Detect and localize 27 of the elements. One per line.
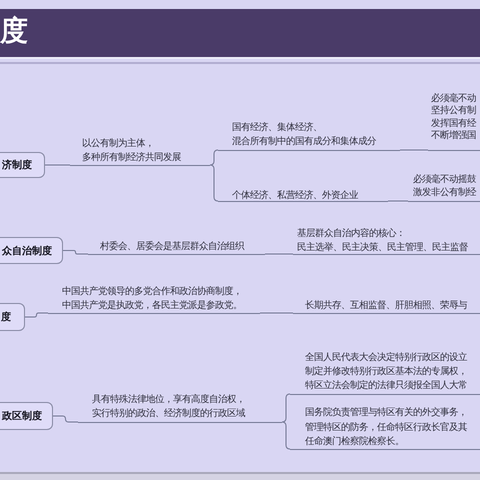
branch-line <box>62 250 88 254</box>
branch-line <box>210 150 218 166</box>
branch-line <box>260 312 294 314</box>
title: 度 <box>0 15 28 47</box>
topic-text: 长期共存、互相监督、肝胆相照、荣辱与 <box>293 299 480 314</box>
topic-box: 济制度 <box>0 152 45 178</box>
branch-line <box>24 312 48 318</box>
topic-text: 必须毫不动坚持公有制发挥国有经不断增强国 <box>428 92 480 150</box>
topic-text: 中国共产党领导的多党合作和政治协商制度，中国共产党是执政党，各民主党派是参政党。 <box>48 284 260 314</box>
topic-text: 必须毫不动摇鼓激发非公有制经 <box>408 173 480 202</box>
topic-text: 基层群众自治内容的核心：民主选举、民主决策、民主管理、民主监督 <box>293 226 480 254</box>
topic-text: 以公有制为主体，多种所有制经济共同发展 <box>70 136 210 166</box>
topic-text: 个体经济、私营经济、外资企业 <box>218 188 388 202</box>
topic-box: 政区制度 <box>0 402 53 430</box>
branch-line <box>44 164 70 166</box>
topic-box: 众自治制度 <box>0 237 63 264</box>
branch-line <box>282 394 290 422</box>
topic-box: 度 <box>0 303 25 331</box>
topic-text: 具有特殊法律地位，享有高度自治权，实行特别的政治、经济制度的行政区域 <box>78 392 282 422</box>
branch-line <box>282 422 290 450</box>
topic-text: 村委会、居委会是基层群众自治组织 <box>88 240 265 254</box>
branch-line <box>388 200 408 202</box>
topic-text: 国务院负责管理与特区有关的外交事务，管理特区的防务，任命特区行政长官及其任命澳门检察院检察长。 <box>290 405 480 450</box>
topic-text: 全国人民代表大会决定特别行政区的设立制定并修改特别行政区基本法的专属权，特区立法会制定的法律只须报全国人大常 <box>290 350 480 394</box>
branch-line <box>210 164 218 202</box>
topic-text: 国有经济、集体经济、混合所有制中的国有成分和集体成分 <box>218 120 400 150</box>
branch-line <box>52 416 78 422</box>
